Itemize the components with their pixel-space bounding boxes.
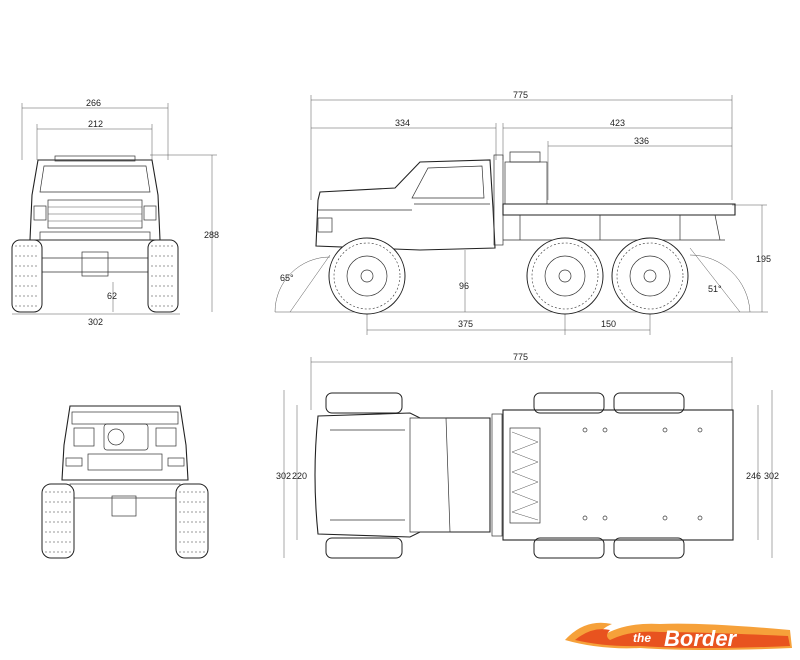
dim-front-height: 288 xyxy=(204,230,219,240)
logo-name: Border xyxy=(664,626,738,651)
dim-front-width-body: 212 xyxy=(88,119,103,129)
dim-top-right-inner: 246 xyxy=(746,471,761,481)
flame-inner-icon xyxy=(575,629,790,648)
front-view: 266 212 288 62 302 xyxy=(11,98,219,327)
top-view: 775 302 220 246 302 xyxy=(276,352,779,559)
dim-top-left-outer: 302 xyxy=(276,471,291,481)
dim-departure-angle: 51° xyxy=(708,284,722,294)
dim-side-bed-height: 195 xyxy=(756,254,771,264)
dim-top-length: 775 xyxy=(513,352,528,362)
dim-wheelbase-front: 375 xyxy=(458,319,473,329)
dim-approach-angle: 65° xyxy=(280,273,294,283)
logo-prefix: the xyxy=(633,631,651,645)
dim-side-bed-inner: 336 xyxy=(634,136,649,146)
dim-side-length: 775 xyxy=(513,90,528,100)
dim-side-clearance: 96 xyxy=(459,281,469,291)
bed-bolts xyxy=(582,427,703,521)
dim-front-track: 302 xyxy=(88,317,103,327)
dim-front-clearance: 62 xyxy=(107,291,117,301)
dim-side-cab: 334 xyxy=(395,118,410,128)
dim-side-bed: 423 xyxy=(610,118,625,128)
dim-wheelbase-rear: 150 xyxy=(601,319,616,329)
rear-view xyxy=(41,405,209,559)
dim-front-width-overall: 266 xyxy=(86,98,101,108)
side-view: 775 334 423 336 195 65° 51° 96 375 150 xyxy=(274,90,771,335)
dim-top-right-outer: 302 xyxy=(764,471,779,481)
logo: the Border xyxy=(565,622,792,651)
dim-top-left-inner: 220 xyxy=(292,471,307,481)
